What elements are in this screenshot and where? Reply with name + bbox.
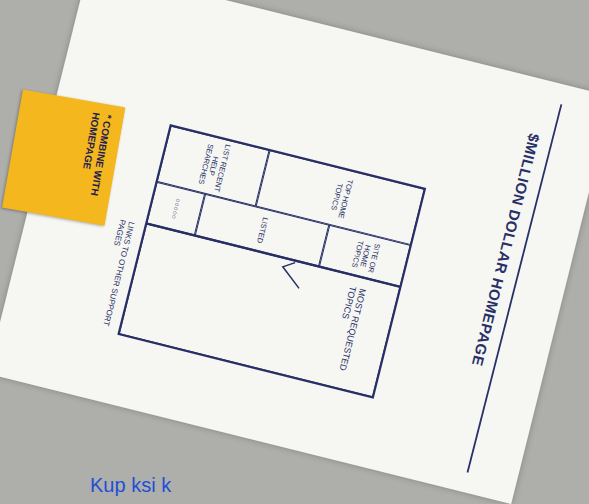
note-text: * COMBINE WITH HOMEPAGE	[74, 112, 114, 214]
box-label: LISTED	[255, 216, 270, 244]
wireframe-frame	[119, 125, 425, 397]
page-title: $MILLION DOLLAR HOMEPAGE	[469, 132, 543, 368]
box-label: ○○○○○	[169, 197, 182, 219]
pager-box: ○○○○○	[146, 182, 205, 236]
check-mark	[279, 260, 305, 288]
box-label: MOST REQUESTED TOPICS	[325, 285, 368, 381]
box-label: LIST RECENT HELP SEARCHES	[195, 139, 232, 194]
title-rule	[467, 104, 561, 473]
divider-line	[146, 223, 400, 286]
sticky-note: * COMBINE WITH HOMEPAGE	[2, 89, 125, 225]
content-box: SITE OR HOME TOPICS	[319, 225, 411, 287]
watermark-text: Kup ksi k	[90, 474, 250, 497]
note-label: LINKS TO OTHER SUPPORT PAGES	[87, 219, 136, 350]
box-label: SITE OR HOME TOPICS	[348, 236, 382, 276]
content-box: TOP HOME TOPICS	[256, 150, 425, 245]
content-box: LIST RECENT HELP SEARCHES	[157, 125, 270, 206]
box-label: TOP HOME TOPICS	[326, 171, 355, 224]
content-box: LISTED	[195, 194, 330, 267]
